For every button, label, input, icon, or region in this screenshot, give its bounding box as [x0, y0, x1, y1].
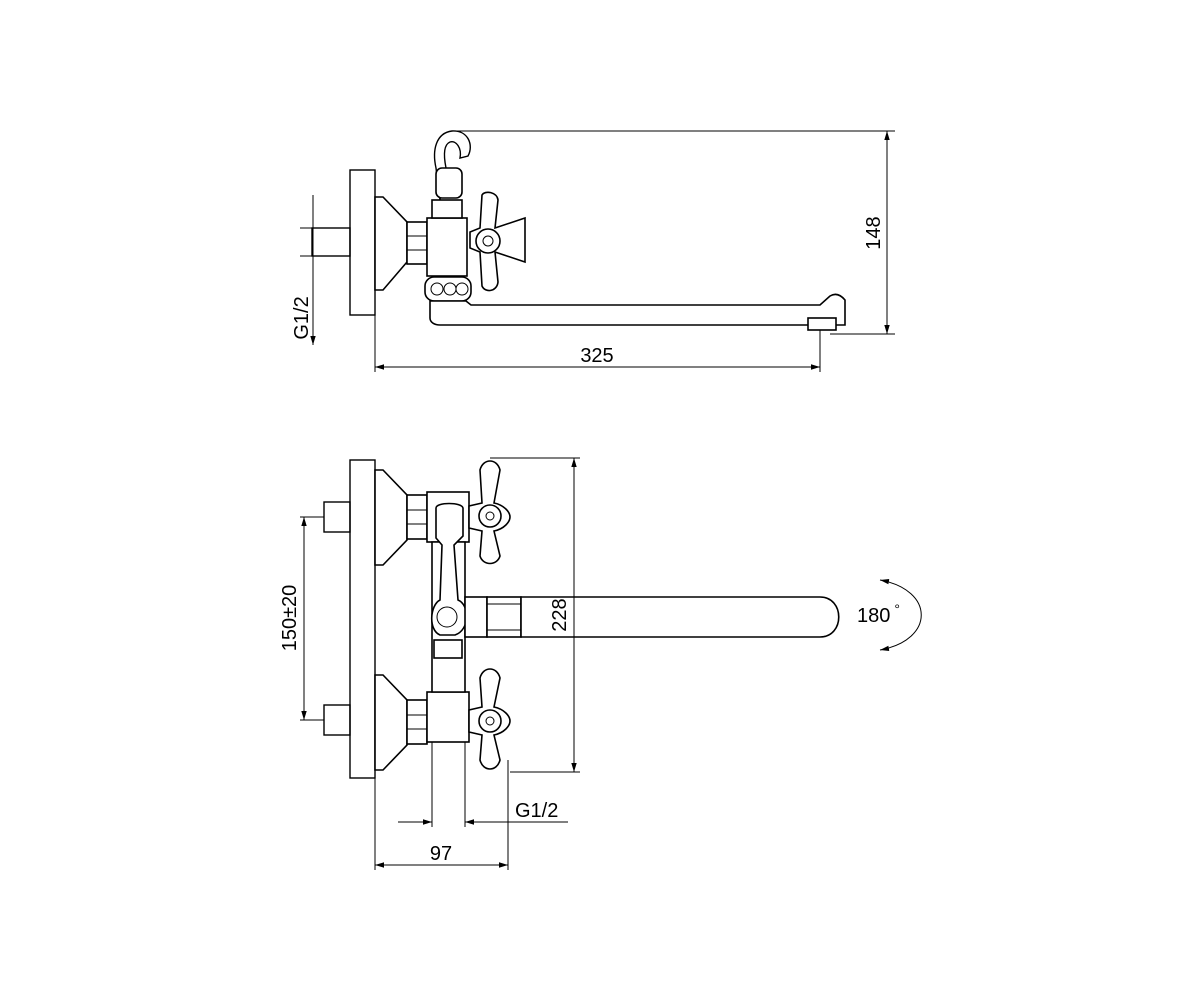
rotation-arrow: [879, 578, 922, 652]
collar-ring-top: [424, 276, 472, 302]
dim-label-325: 325: [580, 345, 613, 367]
shower-hook: [433, 130, 471, 201]
spout-front: [520, 596, 840, 638]
inlet-pipe-top: [311, 227, 351, 257]
dim-label-148: 148: [863, 216, 885, 249]
aerator-top: [807, 317, 837, 331]
dim-label-150: 150±20: [279, 585, 301, 652]
wall-plate-front: [349, 459, 376, 779]
rotation-label: 180°: [857, 601, 900, 627]
wall-plate-top: [349, 169, 376, 316]
top-view: 148 325 G1/2: [291, 130, 895, 372]
inlet-lower: [323, 704, 351, 736]
valve-body-top: [426, 217, 468, 277]
dim-label-97: 97: [430, 843, 452, 865]
thread-label-front: G1/2: [515, 800, 558, 822]
dim-label-228: 228: [549, 598, 571, 631]
escutcheon-top: [374, 196, 408, 291]
escutcheon-upper: [374, 469, 408, 566]
spout-top: [429, 293, 846, 326]
nut-top: [406, 221, 428, 265]
front-view: 150±20 228 180° G1/2 97: [279, 457, 922, 870]
escutcheon-lower: [374, 674, 408, 771]
spout-connector: [464, 596, 488, 638]
inlet-upper: [323, 501, 351, 533]
thread-label-top: G1/2: [291, 296, 313, 339]
